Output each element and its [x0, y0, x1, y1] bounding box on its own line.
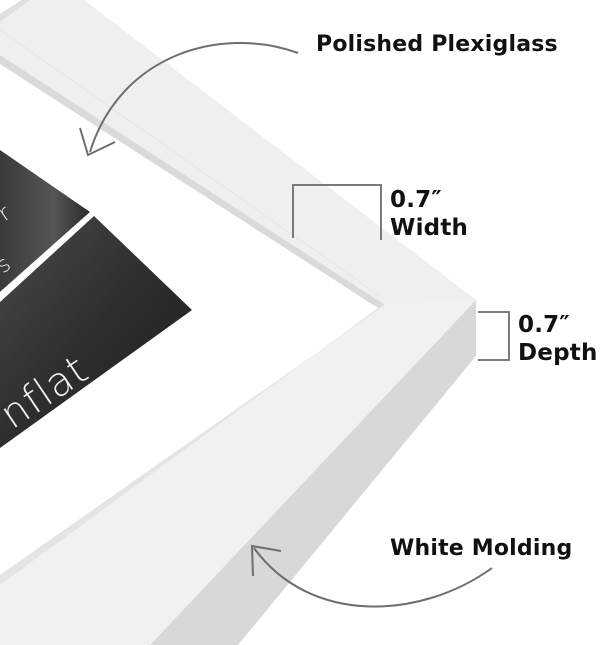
- frame-side-face: [150, 300, 476, 645]
- frame-top-face: [0, 0, 476, 305]
- white-molding-label: White Molding: [390, 536, 573, 561]
- mat-board: [0, 55, 385, 575]
- frame-bottom-face: [0, 300, 476, 645]
- depth-label: 0.7″ Depth: [518, 311, 598, 367]
- plexiglass-arrow: [89, 41, 299, 153]
- plexiglass-arrowhead: [79, 127, 116, 157]
- width-label: 0.7″ Width: [390, 186, 468, 242]
- molding-arrowhead: [250, 544, 282, 577]
- artwork-divider: [0, 212, 94, 302]
- artwork-print-upper: [0, 150, 90, 292]
- plexiglass-edge: [0, 0, 30, 22]
- depth-caption: Depth: [518, 340, 598, 366]
- frame-inner-lip-top: [0, 55, 385, 308]
- depth-bracket: [478, 311, 510, 361]
- width-value: 0.7″: [390, 187, 442, 213]
- polished-plexiglass-label: Polished Plexiglass: [316, 32, 558, 57]
- artwork-print-lower: [0, 216, 192, 448]
- plexiglass-line: [0, 29, 381, 297]
- depth-value: 0.7″: [518, 312, 570, 338]
- width-caption: Width: [390, 215, 469, 241]
- molding-arrow: [253, 547, 493, 608]
- width-bracket: [292, 184, 382, 240]
